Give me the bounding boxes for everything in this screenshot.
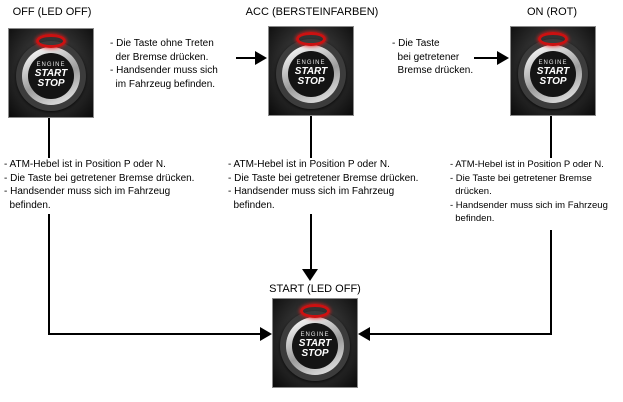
button-text-start: START [34,67,68,79]
start-button-image: ENGINE START STOP [272,298,358,388]
state-label-off: OFF (LED OFF) [12,6,92,18]
transition-acc-to-on-text: - Die Taste bei getretener Bremse drücke… [392,37,473,78]
on-stem-line [550,116,552,158]
condition-line: - Die Taste bei getretener Bremse drücke… [228,172,419,184]
engine-start-stop-button: ENGINE START STOP [530,50,576,97]
state-label-start: START (LED OFF) [269,283,361,295]
acc-button-image: ENGINE START STOP [268,26,354,116]
button-outer-ring: ENGINE START STOP [276,38,346,109]
button-text-stop: STOP [301,347,329,359]
red-indicator-icon [36,34,66,48]
button-outer-ring: ENGINE START STOP [518,38,588,109]
middle-arrow-head-icon [302,269,318,281]
red-indicator-icon [300,304,330,318]
condition-line: - Handsender muss sich im Fahrzeug [228,186,395,197]
transition-line: der Bremse drücken. [110,51,209,63]
engine-start-stop-button: ENGINE START STOP [292,322,338,369]
condition-line: - Die Taste bei getretener Bremse drücke… [4,172,195,184]
arrow-off-to-acc-head-icon [255,51,267,65]
condition-line: - Handsender muss sich im Fahrzeug [450,199,608,211]
transition-line: Bremse drücken. [392,65,474,76]
conditions-right-text: - ATM-Hebel ist in Position P oder N. - … [450,158,608,226]
button-text-engine: ENGINE [538,59,568,66]
button-text-stop: STOP [539,75,567,87]
button-outer-ring: ENGINE START STOP [280,310,350,381]
transition-line: - Handsender muss sich [110,65,218,76]
engine-start-stop-button: ENGINE START STOP [28,52,74,99]
button-text-stop: STOP [37,77,65,89]
condition-line: - Handsender muss sich im Fahrzeug [4,186,171,197]
left-drop-line [48,214,50,335]
off-button-image: ENGINE START STOP [8,28,94,118]
conditions-left-text: - ATM-Hebel ist in Position P oder N. - … [4,158,194,212]
condition-line: - ATM-Hebel ist in Position P oder N. [450,159,604,170]
button-text-stop: STOP [297,75,325,87]
button-chrome-ring: ENGINE START STOP [22,46,80,105]
transition-line: bei getretener [392,51,460,63]
arrow-acc-to-on-head-icon [497,51,509,65]
button-text-start: START [294,65,328,77]
transition-off-to-acc-text: - Die Taste ohne Treten der Bremse drück… [110,37,218,91]
left-horizontal-line [48,333,262,335]
transition-line: - Die Taste [392,38,440,49]
red-indicator-icon [538,32,568,46]
left-arrow-head-icon [260,327,272,341]
right-drop-line [550,230,552,333]
condition-line: befinden. [450,213,495,224]
transition-line: - Die Taste ohne Treten [110,38,214,49]
button-chrome-ring: ENGINE START STOP [286,316,344,375]
arrow-off-to-acc-line [236,57,256,59]
button-text-start: START [298,337,332,349]
engine-start-stop-button: ENGINE START STOP [288,50,334,97]
button-chrome-ring: ENGINE START STOP [282,44,340,103]
conditions-middle-text: - ATM-Hebel ist in Position P oder N. - … [228,158,418,212]
button-text-engine: ENGINE [36,61,66,68]
condition-line: - ATM-Hebel ist in Position P oder N. [228,159,390,170]
state-label-acc: ACC (BERSTEINFARBEN) [245,6,379,18]
button-outer-ring: ENGINE START STOP [16,40,86,111]
button-chrome-ring: ENGINE START STOP [524,44,582,103]
middle-drop-line [310,214,312,270]
button-text-engine: ENGINE [296,59,326,66]
button-text-start: START [536,65,570,77]
arrow-acc-to-on-line [474,57,498,59]
on-button-image: ENGINE START STOP [510,26,596,116]
condition-line: befinden. [4,199,51,211]
acc-stem-line [310,116,312,158]
condition-line: befinden. [228,199,275,211]
state-label-on: ON (ROT) [526,6,578,18]
red-indicator-icon [296,32,326,46]
off-stem-line [48,118,50,158]
condition-line: drücken. [450,186,492,197]
condition-line: - Die Taste bei getretener Bremse [450,172,592,184]
right-arrow-head-icon [358,327,370,341]
transition-line: im Fahrzeug befinden. [110,78,216,90]
button-text-engine: ENGINE [300,331,330,338]
right-horizontal-line [370,333,552,335]
condition-line: - ATM-Hebel ist in Position P oder N. [4,159,166,170]
